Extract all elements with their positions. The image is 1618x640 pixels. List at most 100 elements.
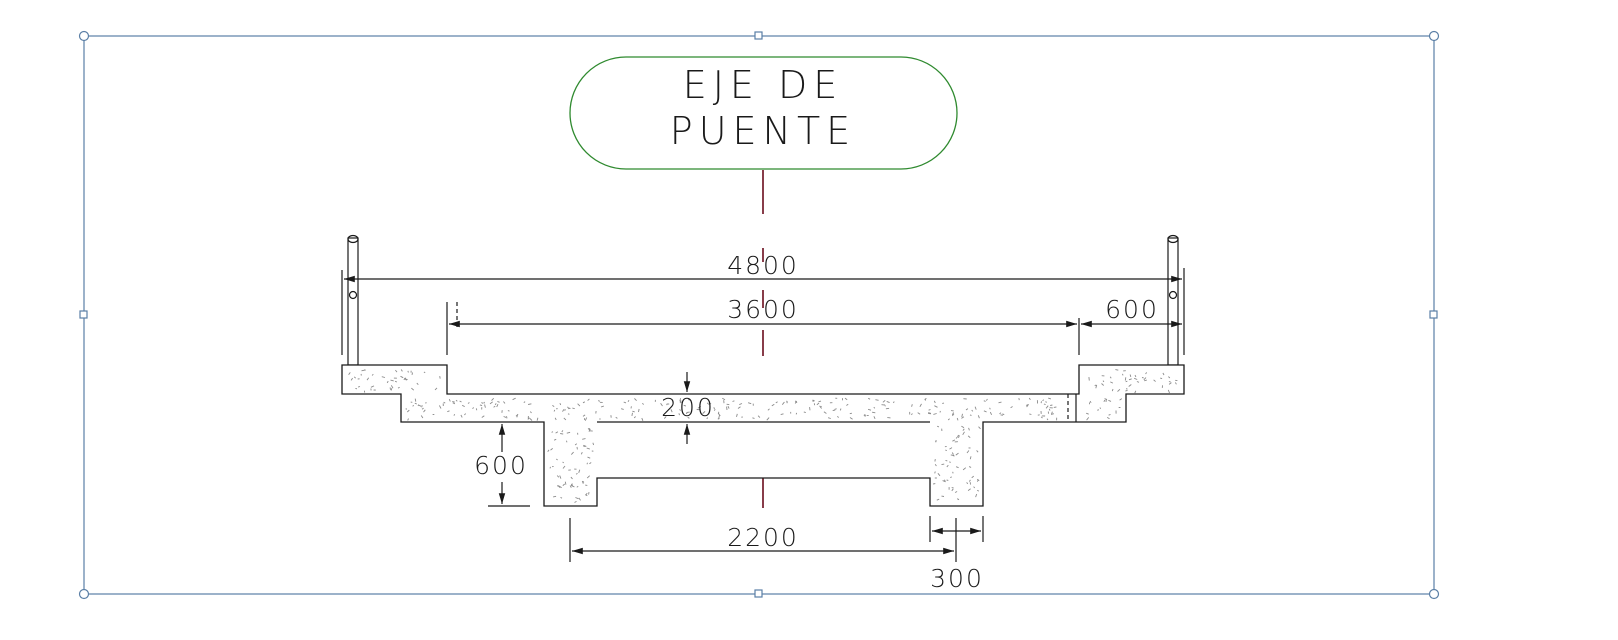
hatch-speck bbox=[706, 402, 710, 405]
hatch-speck bbox=[1143, 377, 1147, 381]
hatch-speck bbox=[949, 447, 953, 450]
hatch-speck bbox=[572, 407, 575, 410]
hatch-speck bbox=[1111, 388, 1114, 392]
corner-grip-bottom-right[interactable] bbox=[1428, 588, 1440, 600]
edge-grip-right[interactable] bbox=[1429, 310, 1438, 319]
hatch-speck bbox=[986, 398, 988, 401]
hatch-speck bbox=[1025, 403, 1029, 406]
hatch-speck bbox=[786, 400, 788, 403]
hatch-speck bbox=[1048, 408, 1051, 411]
hatch-speck bbox=[823, 411, 827, 414]
corner-grip-bottom-left[interactable] bbox=[78, 588, 90, 600]
hatch-speck bbox=[562, 465, 566, 469]
hatch-speck bbox=[566, 431, 571, 434]
hatch-speck bbox=[1136, 381, 1140, 383]
hatch-speck bbox=[1110, 381, 1114, 384]
hatch-speck bbox=[348, 372, 351, 375]
hatch-speck bbox=[952, 439, 956, 442]
hatch-speck bbox=[928, 412, 932, 414]
hatch-speck bbox=[634, 398, 637, 402]
hatch-speck bbox=[969, 456, 972, 460]
hatch-speck bbox=[414, 402, 417, 405]
hatch-speck bbox=[961, 425, 965, 429]
hatch-speck bbox=[583, 445, 586, 448]
hatch-speck bbox=[933, 413, 937, 415]
hatch-speck bbox=[950, 476, 952, 478]
hatch-speck bbox=[885, 407, 890, 410]
hatch-speck bbox=[947, 418, 950, 421]
hatch-speck bbox=[570, 476, 573, 480]
hatch-speck bbox=[961, 416, 965, 419]
hatch-speck bbox=[726, 403, 730, 406]
hatch-speck bbox=[569, 485, 572, 488]
dimension-label-4800: 4800 bbox=[727, 251, 799, 280]
hatch-speck bbox=[592, 442, 595, 446]
hatch-speck bbox=[709, 402, 712, 405]
hatch-speck bbox=[570, 451, 574, 455]
hatch-speck bbox=[702, 411, 706, 414]
hatch-speck bbox=[400, 369, 403, 372]
hatch-speck bbox=[867, 408, 872, 411]
hatch-speck bbox=[1028, 397, 1031, 401]
hatch-speck bbox=[736, 413, 738, 418]
hatch-speck bbox=[999, 412, 1002, 415]
hatch-speck bbox=[1086, 417, 1090, 421]
hatch-speck bbox=[423, 371, 426, 374]
hatch-speck bbox=[1129, 374, 1132, 378]
hatch-speck bbox=[575, 473, 578, 475]
hatch-speck bbox=[767, 408, 770, 411]
hatch-speck bbox=[670, 409, 673, 413]
hatch-speck bbox=[928, 409, 931, 411]
hatch-speck bbox=[1108, 399, 1112, 402]
hatch-speck bbox=[803, 411, 806, 414]
hatch-speck bbox=[956, 498, 960, 501]
hatch-speck bbox=[587, 398, 590, 401]
edge-grip-top[interactable] bbox=[754, 31, 763, 40]
hatch-speck bbox=[417, 404, 420, 407]
hatch-speck bbox=[479, 404, 483, 407]
hatch-speck bbox=[497, 400, 500, 403]
hatch-speck bbox=[407, 370, 409, 373]
hatch-speck bbox=[941, 463, 945, 466]
hatch-speck bbox=[727, 406, 730, 409]
hatch-speck bbox=[460, 414, 463, 418]
hatch-speck bbox=[1134, 374, 1137, 378]
hatch-speck bbox=[1153, 379, 1156, 382]
hatch-speck bbox=[475, 408, 478, 411]
hatch-speck bbox=[503, 416, 507, 418]
hatch-speck bbox=[421, 407, 424, 410]
hatch-speck bbox=[937, 425, 940, 428]
hatch-speck bbox=[752, 417, 755, 419]
hatch-speck bbox=[971, 409, 974, 412]
hatch-speck bbox=[973, 486, 976, 489]
hatch-speck bbox=[951, 488, 954, 492]
hatch-speck bbox=[536, 417, 539, 421]
hatch-speck bbox=[562, 483, 565, 486]
hatch-speck bbox=[350, 377, 353, 381]
hatch-speck bbox=[1145, 372, 1147, 375]
hatch-speck bbox=[600, 405, 604, 408]
hatch-speck bbox=[584, 417, 588, 421]
hatch-speck bbox=[968, 427, 970, 431]
hatch-speck bbox=[1128, 384, 1132, 387]
hatch-speck bbox=[1109, 376, 1112, 379]
hatch-speck bbox=[968, 466, 972, 468]
hatch-speck bbox=[582, 480, 585, 483]
edge-grip-bottom[interactable] bbox=[754, 589, 763, 598]
selection-frame[interactable] bbox=[78, 30, 1440, 600]
edge-grip-left[interactable] bbox=[79, 310, 88, 319]
hatch-speck bbox=[886, 400, 890, 404]
hatch-speck bbox=[882, 399, 886, 403]
hatch-speck bbox=[1099, 407, 1101, 410]
hatch-speck bbox=[1162, 372, 1165, 376]
hatch-speck bbox=[574, 501, 577, 503]
hatch-speck bbox=[679, 409, 682, 411]
hatch-speck bbox=[527, 417, 530, 420]
hatch-speck bbox=[952, 455, 955, 457]
hatch-speck bbox=[955, 436, 958, 439]
corner-grip-top-left[interactable] bbox=[78, 30, 90, 42]
hatch-speck bbox=[998, 401, 1002, 404]
axis-label-bubble: EJE DE PUENTE bbox=[569, 56, 958, 170]
hatch-speck bbox=[582, 414, 586, 417]
corner-grip-top-right[interactable] bbox=[1428, 30, 1440, 42]
